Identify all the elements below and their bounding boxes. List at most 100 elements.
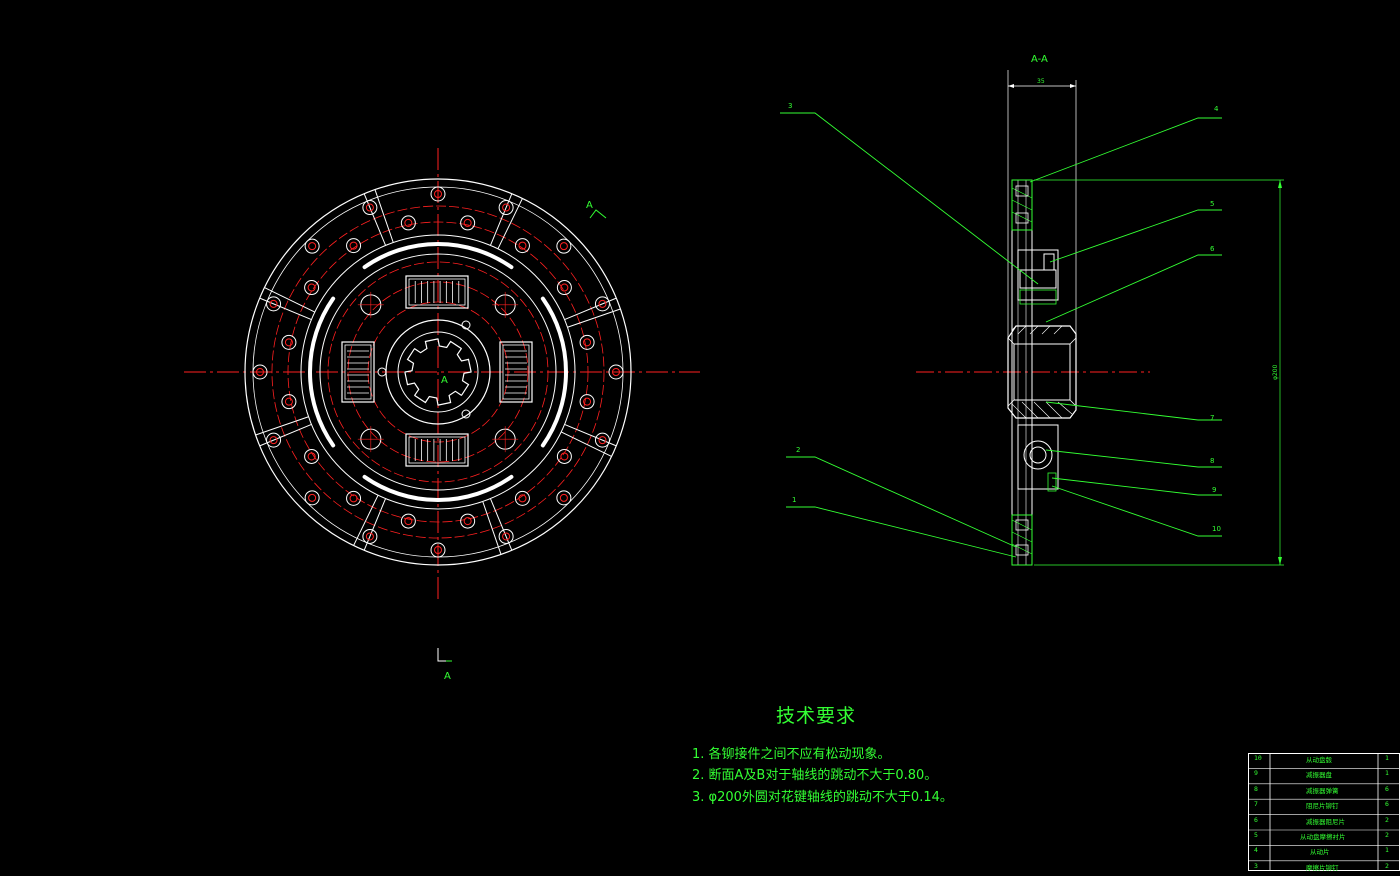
damper-spring-window: [499, 341, 533, 403]
friction-rivet-core: [583, 338, 592, 347]
rivet-pitch-circle: [347, 281, 529, 463]
stop-pin-hole: [461, 409, 471, 419]
friction-rivet-core: [598, 299, 607, 308]
tech-requirement-1: 1. 各铆接件之间不应有松动现象。: [692, 747, 891, 762]
center-mark-label: A: [441, 375, 448, 386]
friction-rivet: [608, 364, 624, 380]
rivet-circle-outer: [271, 205, 605, 539]
friction-rivet-core: [434, 546, 442, 554]
friction-rivet-core: [518, 241, 527, 250]
friction-rivet: [594, 296, 610, 312]
friction-rivet: [362, 528, 378, 544]
friction-rivet-core: [404, 218, 413, 227]
friction-rivet: [346, 490, 362, 506]
friction-rivet: [498, 200, 514, 216]
friction-rivet-core: [612, 368, 620, 376]
friction-rivet-core: [284, 397, 293, 406]
section-letter-top: A: [586, 200, 593, 211]
damper-spring: [408, 436, 466, 464]
friction-rivet: [460, 513, 476, 529]
friction-rivet-core: [559, 242, 568, 251]
friction-rivet-core: [518, 494, 527, 503]
width-dimension: 35: [1037, 78, 1045, 85]
friction-rivet-core: [365, 203, 374, 212]
friction-ring-inner-edge: [300, 234, 576, 510]
segment-divider: [497, 198, 523, 250]
segment-divider: [489, 193, 513, 246]
stop-pin-hole: [461, 320, 471, 330]
balloon-4: 4: [1214, 105, 1219, 113]
friction-rivet-core: [583, 397, 592, 406]
balloon-8: 8: [1210, 457, 1214, 465]
balloon-labels: 3 4 5 6 7 8 9 10 2 1: [788, 102, 1221, 533]
stop-pin-hole: [377, 367, 387, 377]
segment-divider: [482, 501, 502, 555]
segment-divider: [353, 494, 379, 546]
friction-rivet-core: [463, 218, 472, 227]
friction-rivet-core: [269, 299, 278, 308]
segment-divider: [259, 423, 312, 447]
friction-rivet-core: [256, 368, 264, 376]
balloon-6: 6: [1210, 245, 1215, 253]
segment-divider: [264, 287, 316, 313]
spring-pitch-circle: [327, 261, 549, 483]
friction-rivet: [514, 238, 530, 254]
friction-rivet-core: [308, 242, 317, 251]
friction-rivet-core: [502, 532, 511, 541]
friction-rivet: [266, 296, 282, 312]
segment-divider: [259, 297, 312, 321]
plate-slot: [308, 296, 336, 448]
friction-rivet-core: [434, 190, 442, 198]
hub-mid: [397, 331, 479, 413]
tech-requirement-3: 3. φ200外圆对花键轴线的跳动不大于0.14。: [692, 790, 953, 805]
damper-spring: [408, 278, 466, 306]
section-mark-bottom: A: [437, 648, 452, 682]
friction-rivet: [304, 238, 320, 254]
friction-rivet-core: [559, 493, 568, 502]
diameter-dimension: φ200: [1272, 364, 1279, 380]
friction-rivet: [579, 334, 595, 350]
friction-rivet: [556, 490, 572, 506]
friction-rivet-core: [463, 517, 472, 526]
balloon-1: 1: [792, 496, 796, 504]
friction-rivet-core: [502, 203, 511, 212]
friction-rivet: [304, 490, 320, 506]
segment-divider: [374, 189, 394, 243]
segment-divider: [560, 431, 612, 457]
leader-lines: [780, 112, 1222, 558]
clutch-disc-front-view: [184, 148, 700, 600]
friction-rivet: [430, 186, 446, 202]
rivet-circle-inner: [287, 221, 589, 523]
tech-requirement-2: 2. 断面A及B对于轴线的跳动不大于0.80。: [692, 768, 938, 783]
balloon-7: 7: [1210, 414, 1214, 422]
friction-rivet-core: [349, 494, 358, 503]
friction-rivet: [252, 364, 268, 380]
friction-rivet-core: [308, 493, 317, 502]
friction-rivet-core: [365, 532, 374, 541]
friction-rivet: [281, 394, 297, 410]
friction-rivet: [594, 432, 610, 448]
balloon-10: 10: [1212, 525, 1221, 533]
friction-rivet: [430, 542, 446, 558]
friction-rivet: [556, 280, 572, 296]
friction-rivet: [460, 215, 476, 231]
segment-divider: [363, 193, 387, 246]
friction-rivet-core: [560, 452, 569, 461]
balloon-5: 5: [1210, 200, 1214, 208]
friction-rivet: [400, 513, 416, 529]
friction-rivet-core: [307, 452, 316, 461]
segment-divider: [564, 297, 617, 321]
damper-spring: [502, 344, 530, 400]
segment-divider: [255, 416, 309, 436]
friction-rivet-core: [349, 241, 358, 250]
friction-rivet-core: [598, 436, 607, 445]
plate-slot: [362, 242, 514, 270]
friction-rivet: [514, 490, 530, 506]
section-letter-bottom: A: [444, 671, 451, 682]
